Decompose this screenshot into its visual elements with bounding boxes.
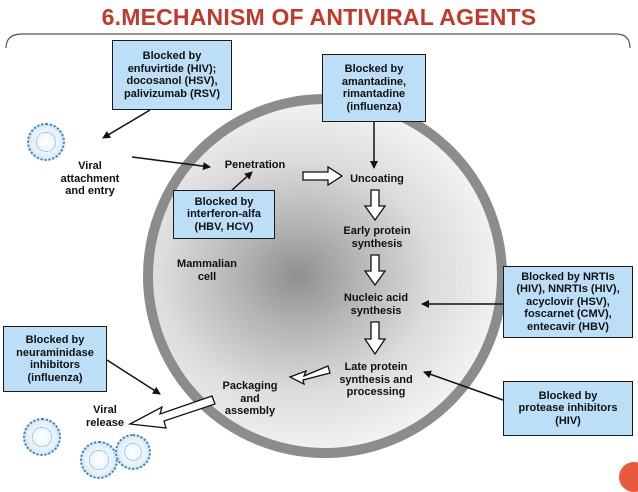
stage-uncoating: Uncoating (350, 173, 404, 185)
stage-early-protein: Early protein synthesis (343, 225, 411, 250)
blocker-box-late-protein: Blocked by protease inhibitors (HIV) (503, 381, 633, 436)
mammalian-cell (143, 94, 507, 458)
arrow-penetration-uncoating (302, 165, 344, 187)
arrow-release-blocker (106, 359, 161, 395)
blocker-box-release: Blocked by neuraminidase inhibitors (inf… (3, 326, 107, 392)
slide-title: 6.MECHANISM OF ANTIVIRAL AGENTS (101, 4, 537, 30)
arrow-late-packaging (288, 365, 331, 386)
stage-packaging: Packaging and assembly (222, 380, 278, 417)
stage-attachment: Viral attachment and entry (60, 160, 120, 197)
slide-corner-dot (619, 462, 638, 492)
arrow-entry-blocker (102, 109, 151, 139)
arrow-uncoating-early (363, 189, 387, 222)
arrow-early-nucleic (363, 254, 387, 287)
slide-frame (5, 33, 631, 49)
arrow-interferon-blocker (231, 171, 253, 191)
blocker-box-entry: Blocked by enfuvirtide (HIV); docosanol … (112, 40, 232, 110)
pathway-arrows (102, 109, 504, 429)
virus-particle-entry (27, 123, 65, 161)
slide: 6.MECHANISM OF ANTIVIRAL AGENTS Mammalia… (3, 4, 638, 492)
arrow-late-blocker (423, 370, 504, 401)
stage-late-protein: Late protein synthesis and processing (339, 361, 413, 398)
arrow-attachment-penetration (131, 156, 211, 171)
blocker-box-nucleic-acid: Blocked by NRTIs (HIV), NNRTIs (HIV), ac… (503, 266, 633, 338)
virus-particle-release-1 (23, 418, 61, 456)
arrow-packaging-release (127, 395, 216, 429)
blocker-box-uncoating: Blocked by amantadine, rimantadine (infl… (322, 54, 426, 122)
stage-penetration: Penetration (224, 159, 286, 171)
blocker-box-penetration: Blocked by interferon-alfa (HBV, HCV) (173, 190, 275, 239)
stage-release: Viral release (86, 404, 124, 429)
stage-nucleic-acid: Nucleic acid synthesis (343, 292, 409, 317)
virus-particle-release-3 (115, 434, 151, 470)
cell-label: Mammalian cell (177, 258, 237, 283)
arrow-nucleic-late (363, 321, 387, 356)
